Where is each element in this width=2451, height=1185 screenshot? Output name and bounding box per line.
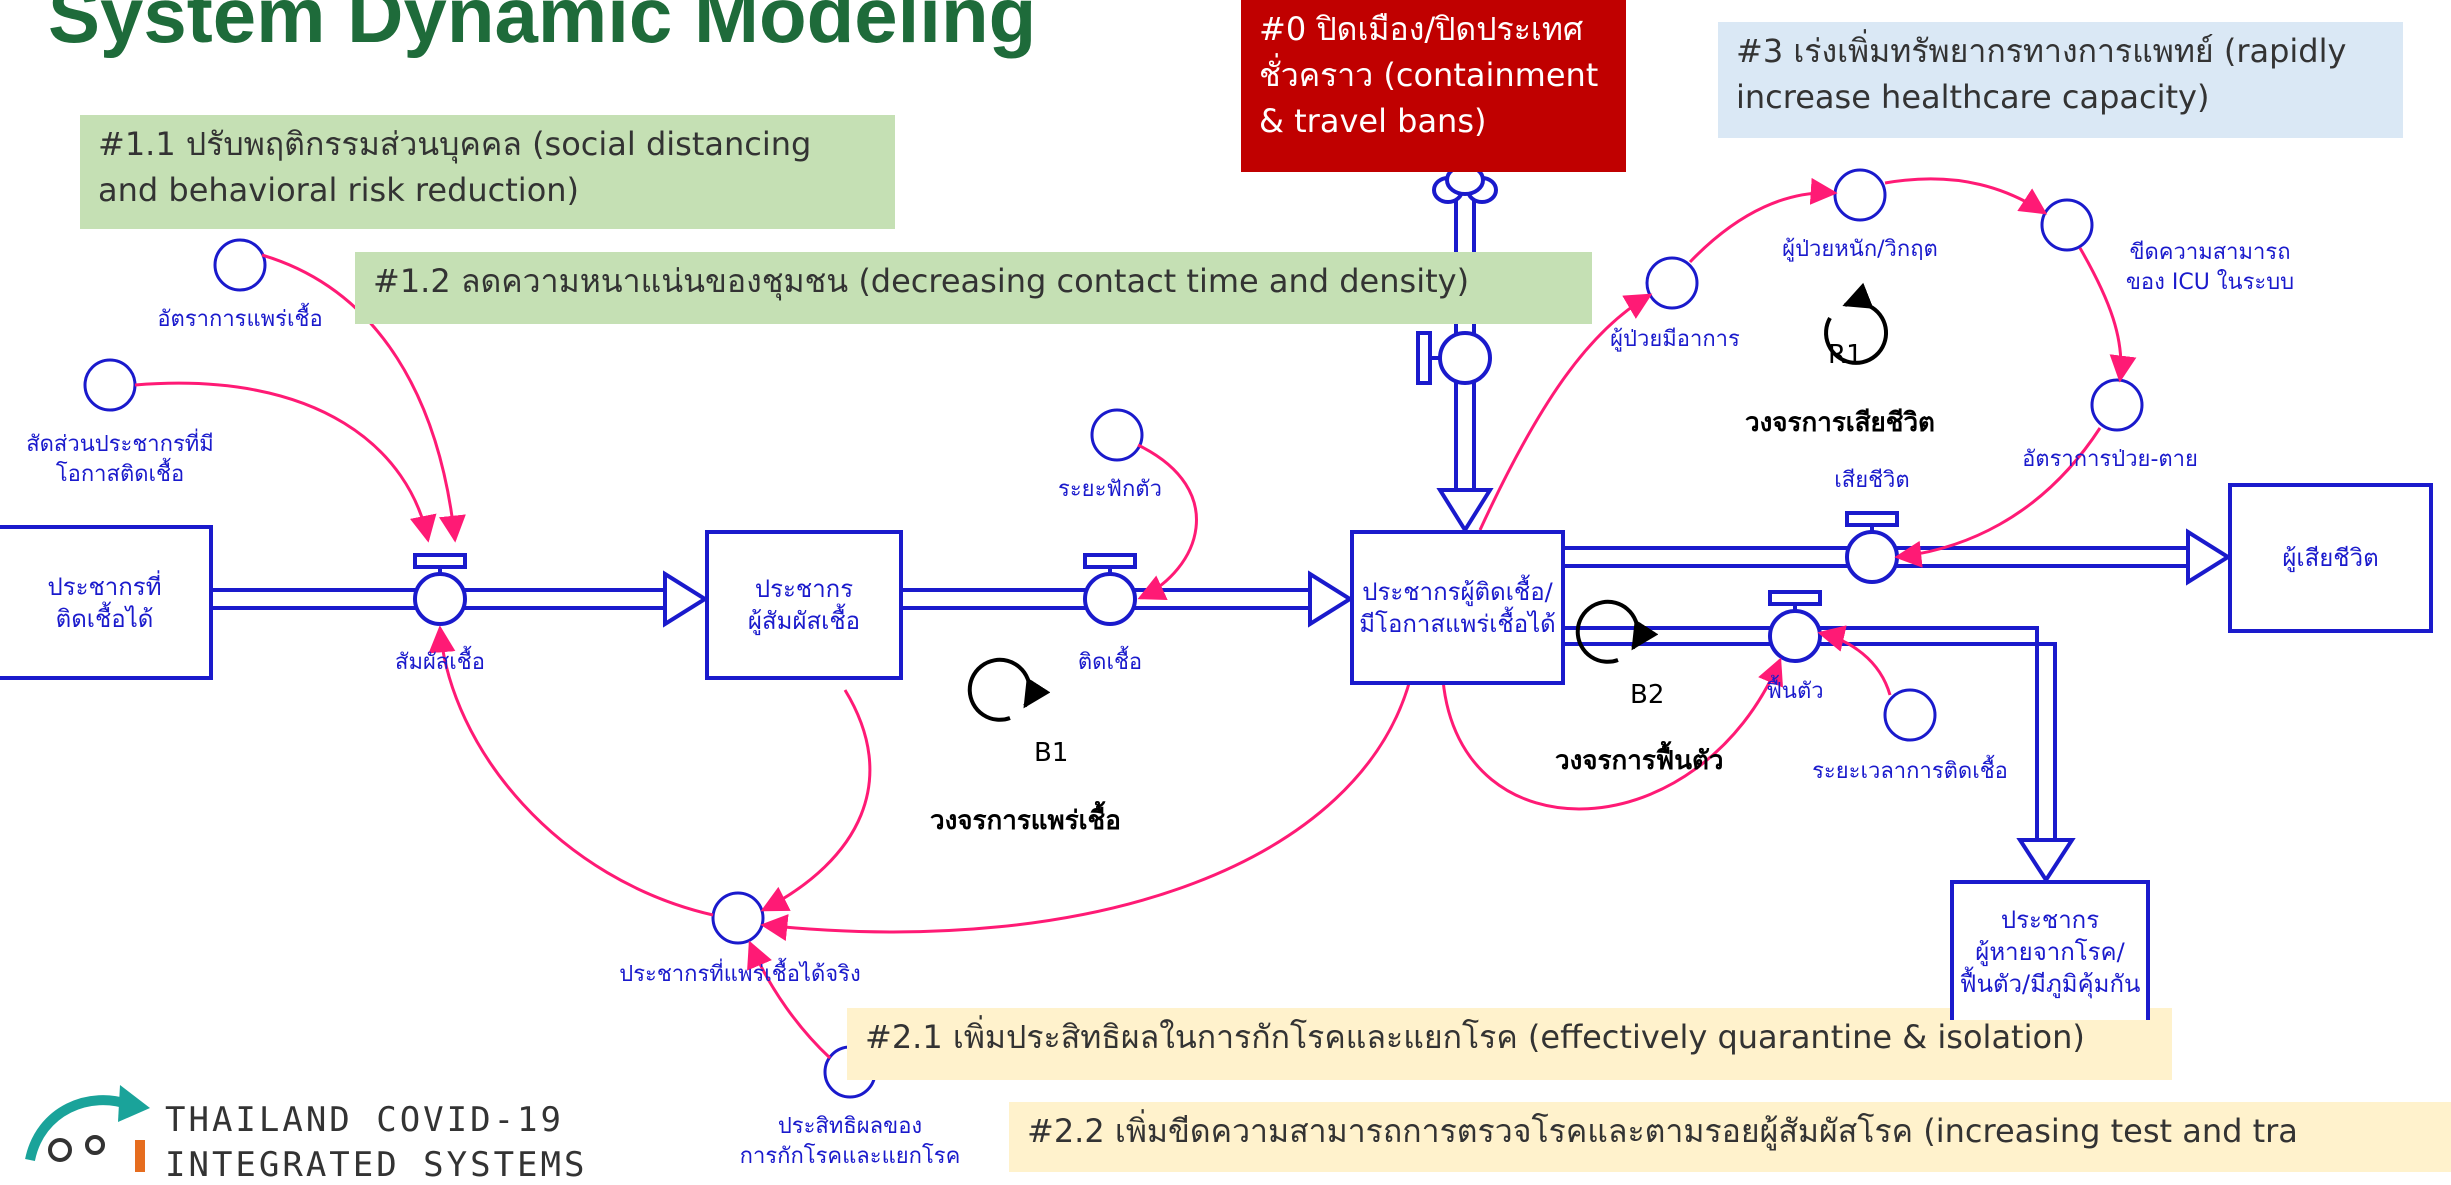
loop-r1-name: วงจรการเสียชีวิต <box>1745 408 1935 438</box>
label-contact-flow: สัมผัสเชื้อ <box>395 650 485 675</box>
label-quarantine-effectiveness: ประสิทธิผลของ การกักโรคและแยกโรค <box>739 1114 961 1169</box>
label-transmission-rate: อัตราการแพร่เชื้อ <box>157 307 323 332</box>
valve-infect-icon <box>1083 553 1137 626</box>
label-death-flow: เสียชีวิต <box>1834 468 1910 493</box>
aux-infection-duration-icon <box>1883 688 1937 742</box>
label-at-risk-share: สัดส่วนประชากรที่มี โอกาสติดเชื้อ <box>26 432 214 487</box>
note-healthcare-capacity: #3 เร่งเพิ่มทรัพยากรทางการแพทย์ (rapidly… <box>1718 22 2403 138</box>
loop-b1-id: B1 <box>1034 738 1069 768</box>
logo-line1: THAILAND COVID-19 <box>165 1100 564 1140</box>
note-social-distancing: #1.1 ปรับพฤติกรรมส่วนบุคคล (social dista… <box>80 115 895 229</box>
note-quarantine: #2.1 เพิ่มประสิทธิผลในการกักโรคและแยกโรค… <box>847 1008 2172 1080</box>
stock-exposed: ประชากร ผู้สัมผัสเชื้อ <box>705 530 903 680</box>
stock-susceptible: ประชากรที่ ติดเชื้อได้ <box>0 525 213 680</box>
valve-recover-icon <box>1768 590 1822 663</box>
label-critical: ผู้ป่วยหนัก/วิกฤต <box>1782 237 1938 262</box>
loop-b1-name: วงจรการแพร่เชื้อ <box>930 806 1121 836</box>
label-incubation: ระยะฟักตัว <box>1058 477 1162 502</box>
aux-at-risk-share-icon <box>83 358 137 412</box>
label-symptomatic: ผู้ป่วยมีอาการ <box>1610 327 1740 352</box>
loop-b2-id: B2 <box>1630 680 1665 710</box>
loop-r1-id: R1 <box>1828 340 1863 370</box>
label-fatality-rate: อัตราการป่วย-ตาย <box>2022 447 2198 472</box>
label-icu-capacity: ขีดความสามารถ ของ ICU ในระบบ <box>2125 240 2295 295</box>
flow-pipe-infected-recovered <box>1562 626 2076 884</box>
label-recover-flow: ฟื้นตัว <box>1766 679 1824 704</box>
aux-transmission-rate-icon <box>213 238 267 292</box>
aux-symptomatic-icon <box>1645 256 1699 310</box>
loop-b2-name: วงจรการฟื้นตัว <box>1555 746 1724 776</box>
aux-incubation-icon <box>1090 408 1144 462</box>
valve-death-icon <box>1845 511 1899 584</box>
loop-arrows <box>967 282 1889 722</box>
page-title: System Dynamic Modeling <box>48 0 1037 59</box>
causal-links <box>134 177 2137 1060</box>
logo-mark-icon <box>25 1085 150 1172</box>
stock-recovered: ประชากร ผู้หายจากโรค/ ฟื้นตัว/มีภูมิคุ้ม… <box>1950 880 2150 1020</box>
aux-critical-icon <box>1833 168 1887 222</box>
aux-effective-spreaders-icon <box>711 891 765 945</box>
label-infection-duration: ระยะเวลาการติดเชื้อ <box>1812 759 2008 784</box>
note-decrease-density: #1.2 ลดความหนาแน่นของชุมชน (decreasing c… <box>355 252 1592 324</box>
note-testing-tracing: #2.2 เพิ่มขีดความสามารถการตรวจโรคและตามร… <box>1009 1102 2451 1172</box>
source-cloud-icon <box>1432 164 1498 204</box>
stock-dead: ผู้เสียชีวิต <box>2228 483 2433 633</box>
aux-icu-capacity-icon <box>2040 198 2094 252</box>
aux-fatality-rate-icon <box>2090 378 2144 432</box>
valve-containment-icon <box>1416 331 1492 385</box>
label-infect-flow: ติดเชื้อ <box>1077 650 1143 675</box>
label-effective-spreaders: ประชากรที่แพร่เชื้อได้จริง <box>619 962 861 987</box>
valve-contact-icon <box>413 553 467 626</box>
stock-infected: ประชากรผู้ติดเชื้อ/ มีโอกาสแพร่เชื้อได้ <box>1350 530 1565 685</box>
logo-line2: INTEGRATED SYSTEMS <box>165 1145 588 1185</box>
note-containment: #0 ปิดเมือง/ปิดประเทศ ชั่วคราว (containm… <box>1241 0 1626 172</box>
